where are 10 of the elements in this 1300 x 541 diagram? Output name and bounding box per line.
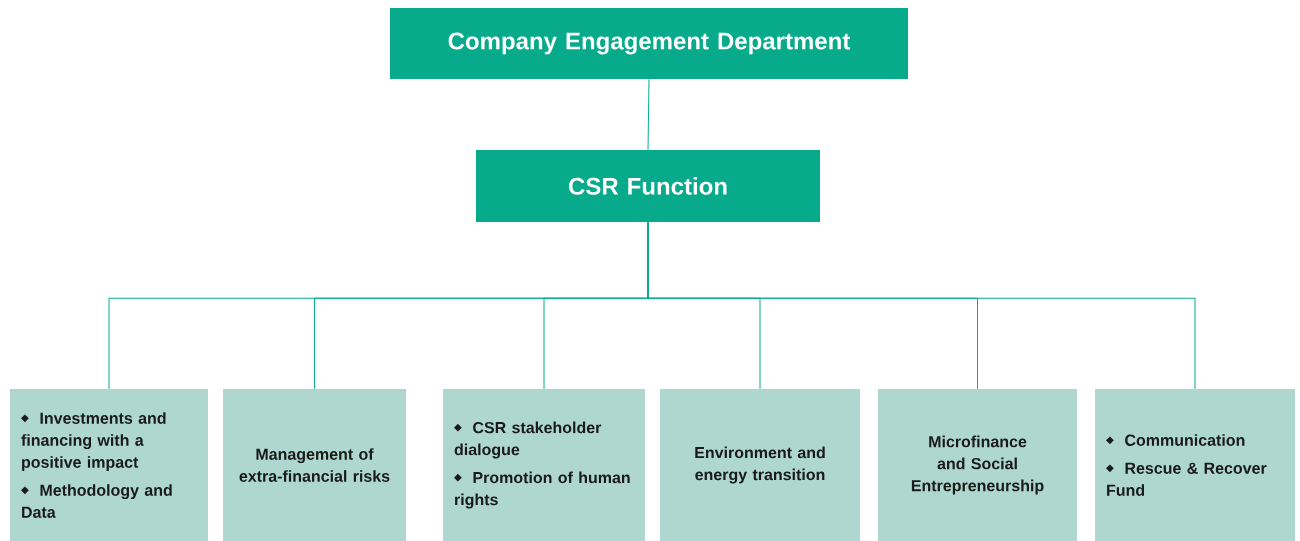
function-box: Microfinance and Social Entrepreneurship (878, 389, 1077, 541)
function-box: Investments and financing with a positive impact Methodology and Data (10, 389, 208, 541)
department-box: CSR Function (476, 150, 820, 222)
connector-line (647, 221, 1196, 390)
function-box: CSR stakeholder dialogue Promotion of human rights (443, 389, 645, 541)
function-box: Environment and energy transition (660, 389, 860, 541)
department-box: Company Engagement Department (390, 8, 908, 79)
connector-line (647, 78, 650, 151)
function-box: Communication Rescue & Recover Fund (1095, 389, 1295, 541)
function-box: Management of extra-financial risks (223, 389, 406, 541)
